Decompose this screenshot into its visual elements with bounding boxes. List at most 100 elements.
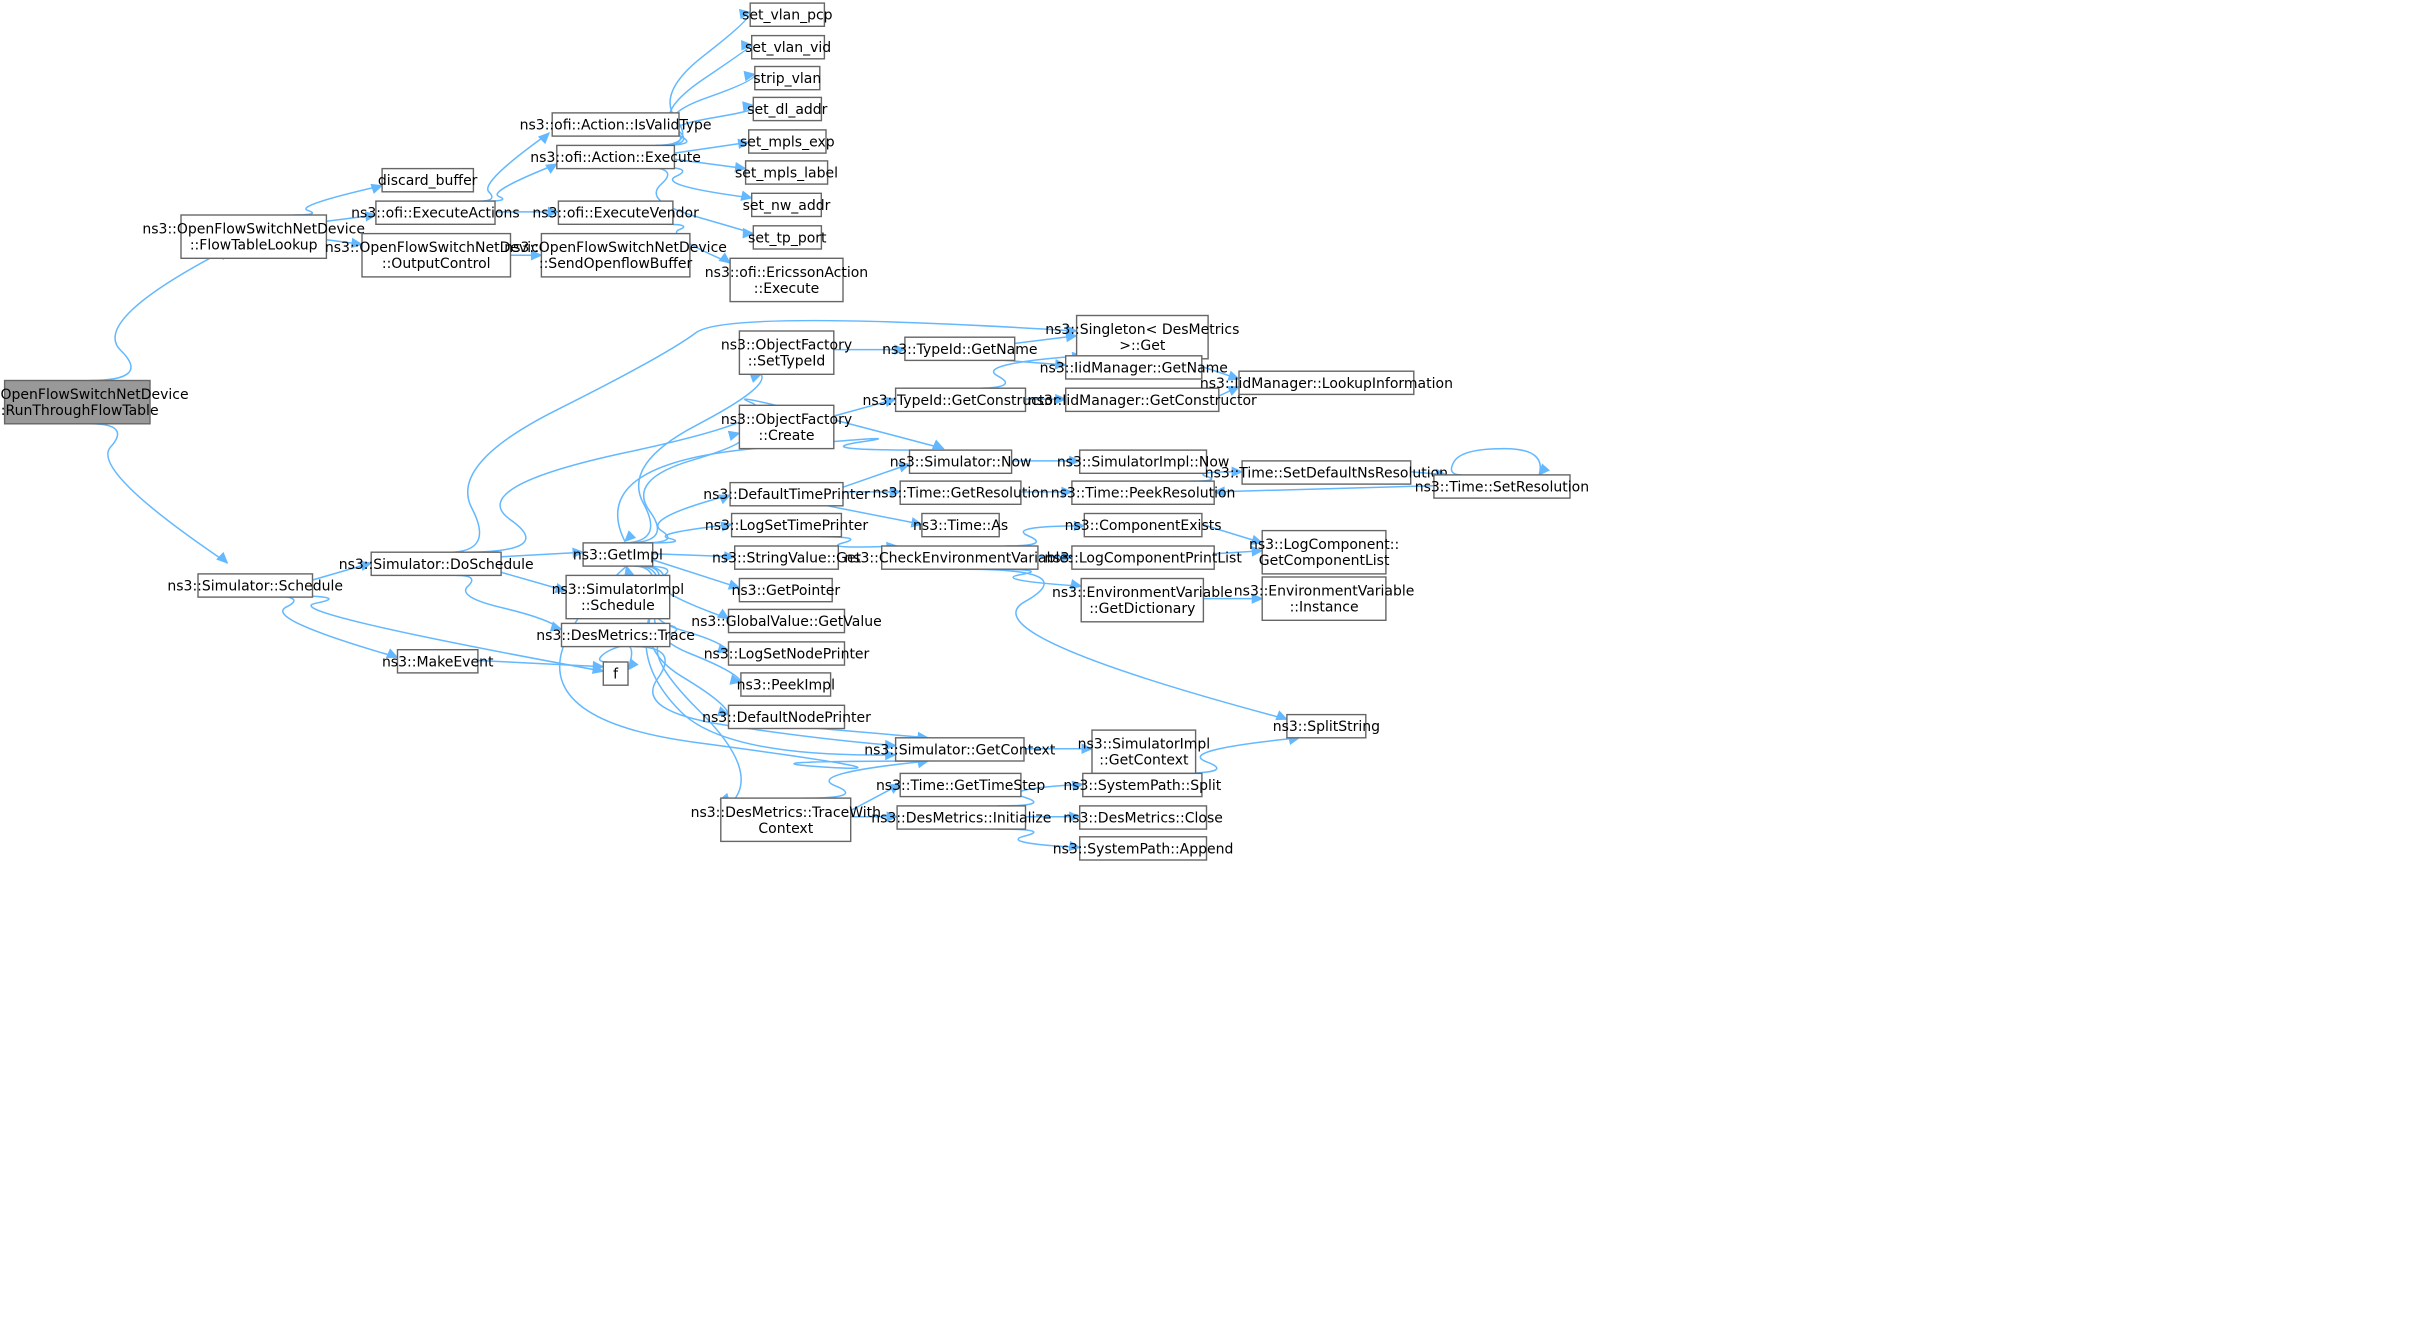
edge-line	[487, 163, 558, 202]
edge-execute-actions-to-is-valid-type	[479, 132, 550, 202]
node-output-control[interactable]: ns3::OpenFlowSwitchNetDevice::OutputCont…	[325, 232, 548, 278]
node-discard-buffer[interactable]: discard_buffer	[378, 167, 478, 193]
edge-line	[819, 535, 898, 548]
node-log-component-print-list[interactable]: ns3::LogComponentPrintList	[1044, 545, 1242, 570]
node-time-peek-resolution[interactable]: ns3::Time::PeekResolution	[1051, 480, 1236, 506]
node-of-create[interactable]: ns3::ObjectFactory::Create	[721, 404, 852, 450]
edge-line	[500, 571, 567, 592]
node-label: ns3::Singleton< DesMetrics	[1045, 322, 1239, 338]
node-execute-vendor[interactable]: ns3::ofi::ExecuteVendor	[532, 200, 699, 226]
node-env-get-dictionary[interactable]: ns3::EnvironmentVariable::GetDictionary	[1052, 577, 1233, 623]
node-check-env[interactable]: ns3::CheckEnvironmentVariables	[844, 545, 1075, 570]
node-set-dl-addr[interactable]: set_dl_addr	[747, 96, 828, 122]
node-des-initialize[interactable]: ns3::DesMetrics::Initialize	[871, 805, 1051, 830]
node-system-path-append[interactable]: ns3::SystemPath::Append	[1053, 836, 1234, 861]
edge-of-set-type-id-to-type-id-get-name	[833, 344, 907, 355]
node-action-execute[interactable]: ns3::ofi::Action::Execute	[530, 144, 701, 170]
node-label: ns3::IidManager::GetName	[1040, 360, 1228, 376]
node-box	[729, 481, 844, 507]
node-type-id-get-name[interactable]: ns3::TypeId::GetName	[882, 336, 1037, 362]
node-sim-get-context[interactable]: ns3::Simulator::GetContext	[864, 737, 1056, 762]
node-time-as[interactable]: ns3::Time::As	[913, 512, 1008, 538]
node-type-id-get-constructor[interactable]: ns3::TypeId::GetConstructor	[862, 387, 1059, 413]
node-system-path-split[interactable]: ns3::SystemPath::Split	[1063, 772, 1222, 798]
node-flow-table-lookup[interactable]: ns3::OpenFlowSwitchNetDevice::FlowTableL…	[142, 214, 365, 259]
edge-default-time-printer-to-time-get-resolution	[843, 486, 902, 498]
node-box	[899, 480, 1022, 506]
node-ericsson-execute[interactable]: ns3::ofi::EricssonAction::Execute	[705, 257, 868, 303]
node-make-event[interactable]: ns3::MakeEvent	[382, 649, 494, 674]
node-singleton-get[interactable]: ns3::Singleton< DesMetrics>::Get	[1045, 314, 1239, 360]
edge-do-schedule-to-sim-now	[463, 398, 945, 553]
edge-arrowhead	[727, 579, 741, 590]
node-box	[556, 144, 676, 170]
node-split-string[interactable]: ns3::SplitString	[1273, 713, 1380, 739]
node-sim-impl-get-context[interactable]: ns3::SimulatorImpl::GetContext	[1078, 729, 1211, 775]
edge-line	[649, 523, 732, 544]
node-set-resolution[interactable]: ns3::Time::SetResolution	[1415, 474, 1589, 499]
node-sim-now[interactable]: ns3::Simulator::Now	[890, 449, 1032, 475]
node-execute-actions[interactable]: ns3::ofi::ExecuteActions	[351, 200, 520, 226]
node-box	[752, 96, 823, 122]
node-des-trace[interactable]: ns3::DesMetrics::Trace	[536, 622, 695, 648]
node-des-close[interactable]: ns3::DesMetrics::Close	[1063, 805, 1223, 830]
node-label: ns3::ofi::ExecuteActions	[351, 206, 519, 222]
edge-type-id-get-name-to-singleton-get	[1014, 331, 1078, 345]
node-set-default-ns-res[interactable]: ns3::Time::SetDefaultNsResolution	[1205, 460, 1448, 485]
node-component-exists[interactable]: ns3::ComponentExists	[1065, 512, 1222, 538]
node-set-mpls-label[interactable]: set_mpls_label	[735, 160, 838, 185]
edge-get-impl-to-string-value-get	[652, 551, 736, 562]
node-of-set-type-id[interactable]: ns3::ObjectFactory::SetTypeId	[721, 330, 852, 375]
node-set-vlan-pcp[interactable]: set_vlan_pcp	[742, 2, 833, 28]
edge-arrowhead	[1251, 593, 1264, 604]
edge-sim-get-context-to-sim-impl-get-context	[1024, 743, 1094, 754]
node-string-value-get[interactable]: ns3::StringValue::Get	[712, 545, 862, 570]
node-set-nw-addr[interactable]: set_nw_addr	[743, 192, 831, 218]
edge-line	[819, 727, 929, 739]
node-label: ns3::DesMetrics::Close	[1063, 811, 1223, 827]
edge-sim-now-to-sim-impl-now	[1011, 455, 1081, 467]
node-iid-get-constructor[interactable]: ns3::IidManager::GetConstructor	[1028, 387, 1257, 413]
node-label: ::Create	[759, 428, 815, 444]
edge-do-schedule-to-sim-impl-schedule	[500, 571, 568, 594]
edge-arrowhead	[1069, 455, 1081, 467]
node-get-impl[interactable]: ns3::GetImpl	[573, 542, 663, 567]
node-iid-get-name[interactable]: ns3::IidManager::GetName	[1040, 355, 1228, 380]
edge-arrowhead	[740, 190, 753, 201]
edge-arrowhead	[718, 494, 732, 505]
node-time-get-time-step[interactable]: ns3::Time::GetTimeStep	[876, 772, 1045, 798]
node-box	[1075, 314, 1209, 360]
node-log-set-time-printer[interactable]: ns3::LogSetTimePrinter	[705, 512, 869, 538]
edge-arrowhead	[350, 237, 364, 249]
node-label: ns3::ObjectFactory	[721, 412, 852, 428]
node-box	[904, 336, 1016, 362]
node-global-value-get[interactable]: ns3::GlobalValue::GetValue	[691, 608, 882, 634]
node-send-openflow-buffer[interactable]: ns3::OpenFlowSwitchNetDevice::SendOpenfl…	[504, 232, 727, 278]
node-get-pointer[interactable]: ns3::GetPointer	[732, 577, 841, 603]
edge-arrowhead	[717, 643, 730, 654]
node-default-node-printer[interactable]: ns3::DefaultNodePrinter	[702, 704, 871, 730]
node-set-mpls-exp[interactable]: set_mpls_exp	[740, 129, 835, 154]
node-env-instance[interactable]: ns3::EnvironmentVariable::Instance	[1234, 576, 1415, 621]
node-label: set_tp_port	[748, 230, 827, 246]
node-label: ns3::ofi::Action::Execute	[530, 150, 701, 166]
node-set-vlan-vid[interactable]: set_vlan_vid	[745, 34, 831, 60]
node-iid-lookup[interactable]: ns3::IidManager::LookupInformation	[1200, 370, 1453, 396]
node-sim-impl-schedule[interactable]: ns3::SimulatorImpl::Schedule	[552, 574, 685, 620]
edge-line	[652, 559, 740, 589]
node-is-valid-type[interactable]: ns3::ofi::Action::IsValidType	[520, 112, 712, 137]
node-peek-impl[interactable]: ns3::PeekImpl	[737, 672, 835, 697]
node-strip-vlan[interactable]: strip_vlan	[753, 65, 821, 91]
node-do-schedule[interactable]: ns3::Simulator::DoSchedule	[339, 551, 534, 577]
node-label: Context	[758, 821, 813, 837]
node-log-set-node-printer[interactable]: ns3::LogSetNodePrinter	[704, 641, 870, 666]
node-set-tp-port[interactable]: set_tp_port	[748, 225, 827, 250]
edge-arrowhead	[741, 40, 753, 51]
node-time-get-resolution[interactable]: ns3::Time::GetResolution	[872, 480, 1049, 506]
node-default-time-printer[interactable]: ns3::DefaultTimePrinter	[703, 481, 870, 507]
node-sim-schedule[interactable]: ns3::Simulator::Schedule	[167, 573, 343, 598]
node-log-get-component-list[interactable]: ns3::LogComponent::GetComponentList	[1249, 529, 1399, 575]
node-f[interactable]: f	[602, 661, 629, 686]
node-sim-impl-now[interactable]: ns3::SimulatorImpl::Now	[1057, 449, 1230, 475]
